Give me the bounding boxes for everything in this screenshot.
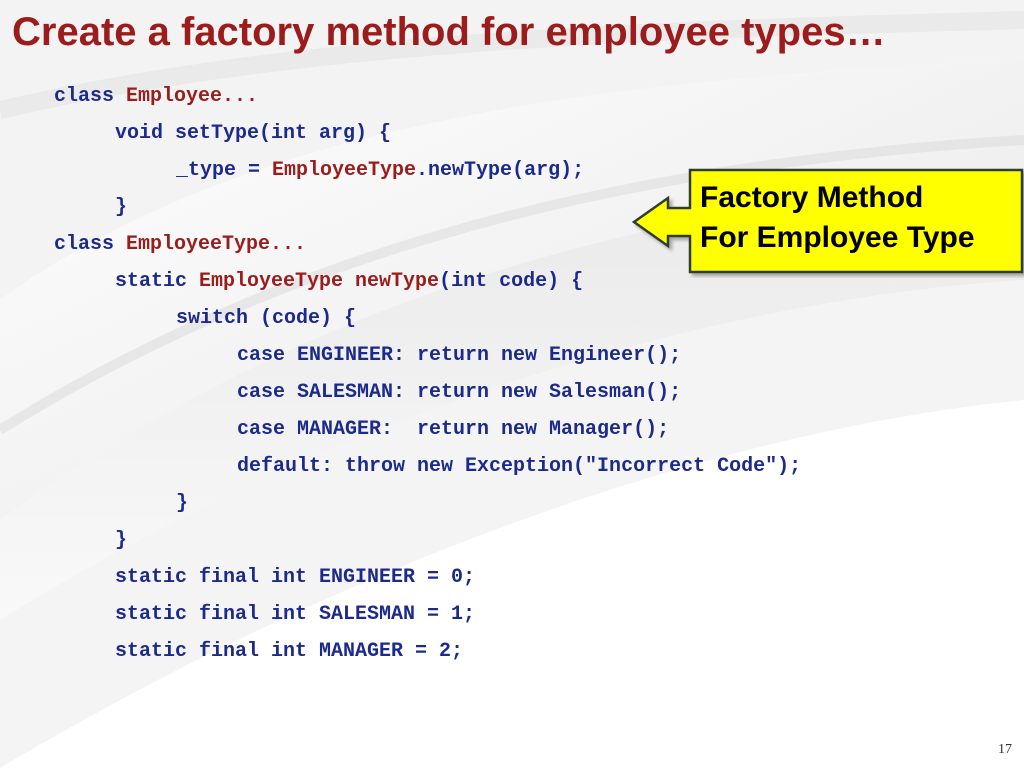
code-token: static final int MANAGER = 2; [115, 640, 464, 663]
callout-box: Factory Method For Employee Type [630, 168, 1024, 278]
code-line: } [54, 522, 801, 559]
code-token: static final int ENGINEER = 0; [115, 566, 476, 589]
code-line: class Employee... [54, 78, 801, 115]
callout-line-2: For Employee Type [700, 221, 975, 254]
code-line: static EmployeeType newType(int code) { [54, 263, 801, 300]
code-token: static final int SALESMAN = 1; [115, 603, 476, 626]
callout-shape [631, 168, 1024, 274]
code-line: _type = EmployeeType.newType(arg); [54, 152, 801, 189]
code-token: case SALESMAN: return new Salesman(); [237, 381, 682, 404]
code-line: case ENGINEER: return new Engineer(); [54, 337, 801, 374]
code-line: switch (code) { [54, 300, 801, 337]
code-token-highlight: Employee... [126, 85, 259, 108]
code-token: class [54, 85, 127, 108]
code-token: class [54, 233, 127, 256]
code-token-highlight: EmployeeType [272, 159, 417, 182]
code-line: static final int MANAGER = 2; [54, 633, 801, 670]
code-line: case MANAGER: return new Manager(); [54, 411, 801, 448]
code-line: class EmployeeType... [54, 226, 801, 263]
code-token: .newType(arg); [416, 159, 585, 182]
code-line: static final int SALESMAN = 1; [54, 596, 801, 633]
code-line: void setType(int arg) { [54, 115, 801, 152]
callout-text: Factory Method For Employee Type [700, 178, 1020, 258]
code-token: void setType(int arg) { [115, 122, 392, 145]
callout-line-1: Factory Method [700, 181, 924, 214]
code-token: } [176, 492, 189, 515]
code-token: switch (code) { [176, 307, 357, 330]
code-token: static [115, 270, 200, 293]
code-token: (int code) { [439, 270, 584, 293]
code-token-highlight: EmployeeType... [126, 233, 307, 256]
page-number: 17 [998, 742, 1012, 757]
code-token: case ENGINEER: return new Engineer(); [237, 344, 682, 367]
code-token: default: throw new Exception("Incorrect … [237, 455, 802, 478]
code-line: } [54, 189, 801, 226]
code-token-highlight: EmployeeType newType [199, 270, 440, 293]
code-line: static final int ENGINEER = 0; [54, 559, 801, 596]
slide-title: Create a factory method for employee typ… [12, 10, 886, 54]
code-line: } [54, 485, 801, 522]
left-arrow-callout-icon [631, 168, 1024, 274]
code-line: default: throw new Exception("Incorrect … [54, 448, 801, 485]
code-token: } [115, 196, 128, 219]
code-token: case MANAGER: return new Manager(); [237, 418, 670, 441]
code-token: } [115, 529, 128, 552]
code-line: case SALESMAN: return new Salesman(); [54, 374, 801, 411]
code-block: class Employee... void setType(int arg) {… [54, 78, 801, 670]
code-token: _type = [176, 159, 273, 182]
